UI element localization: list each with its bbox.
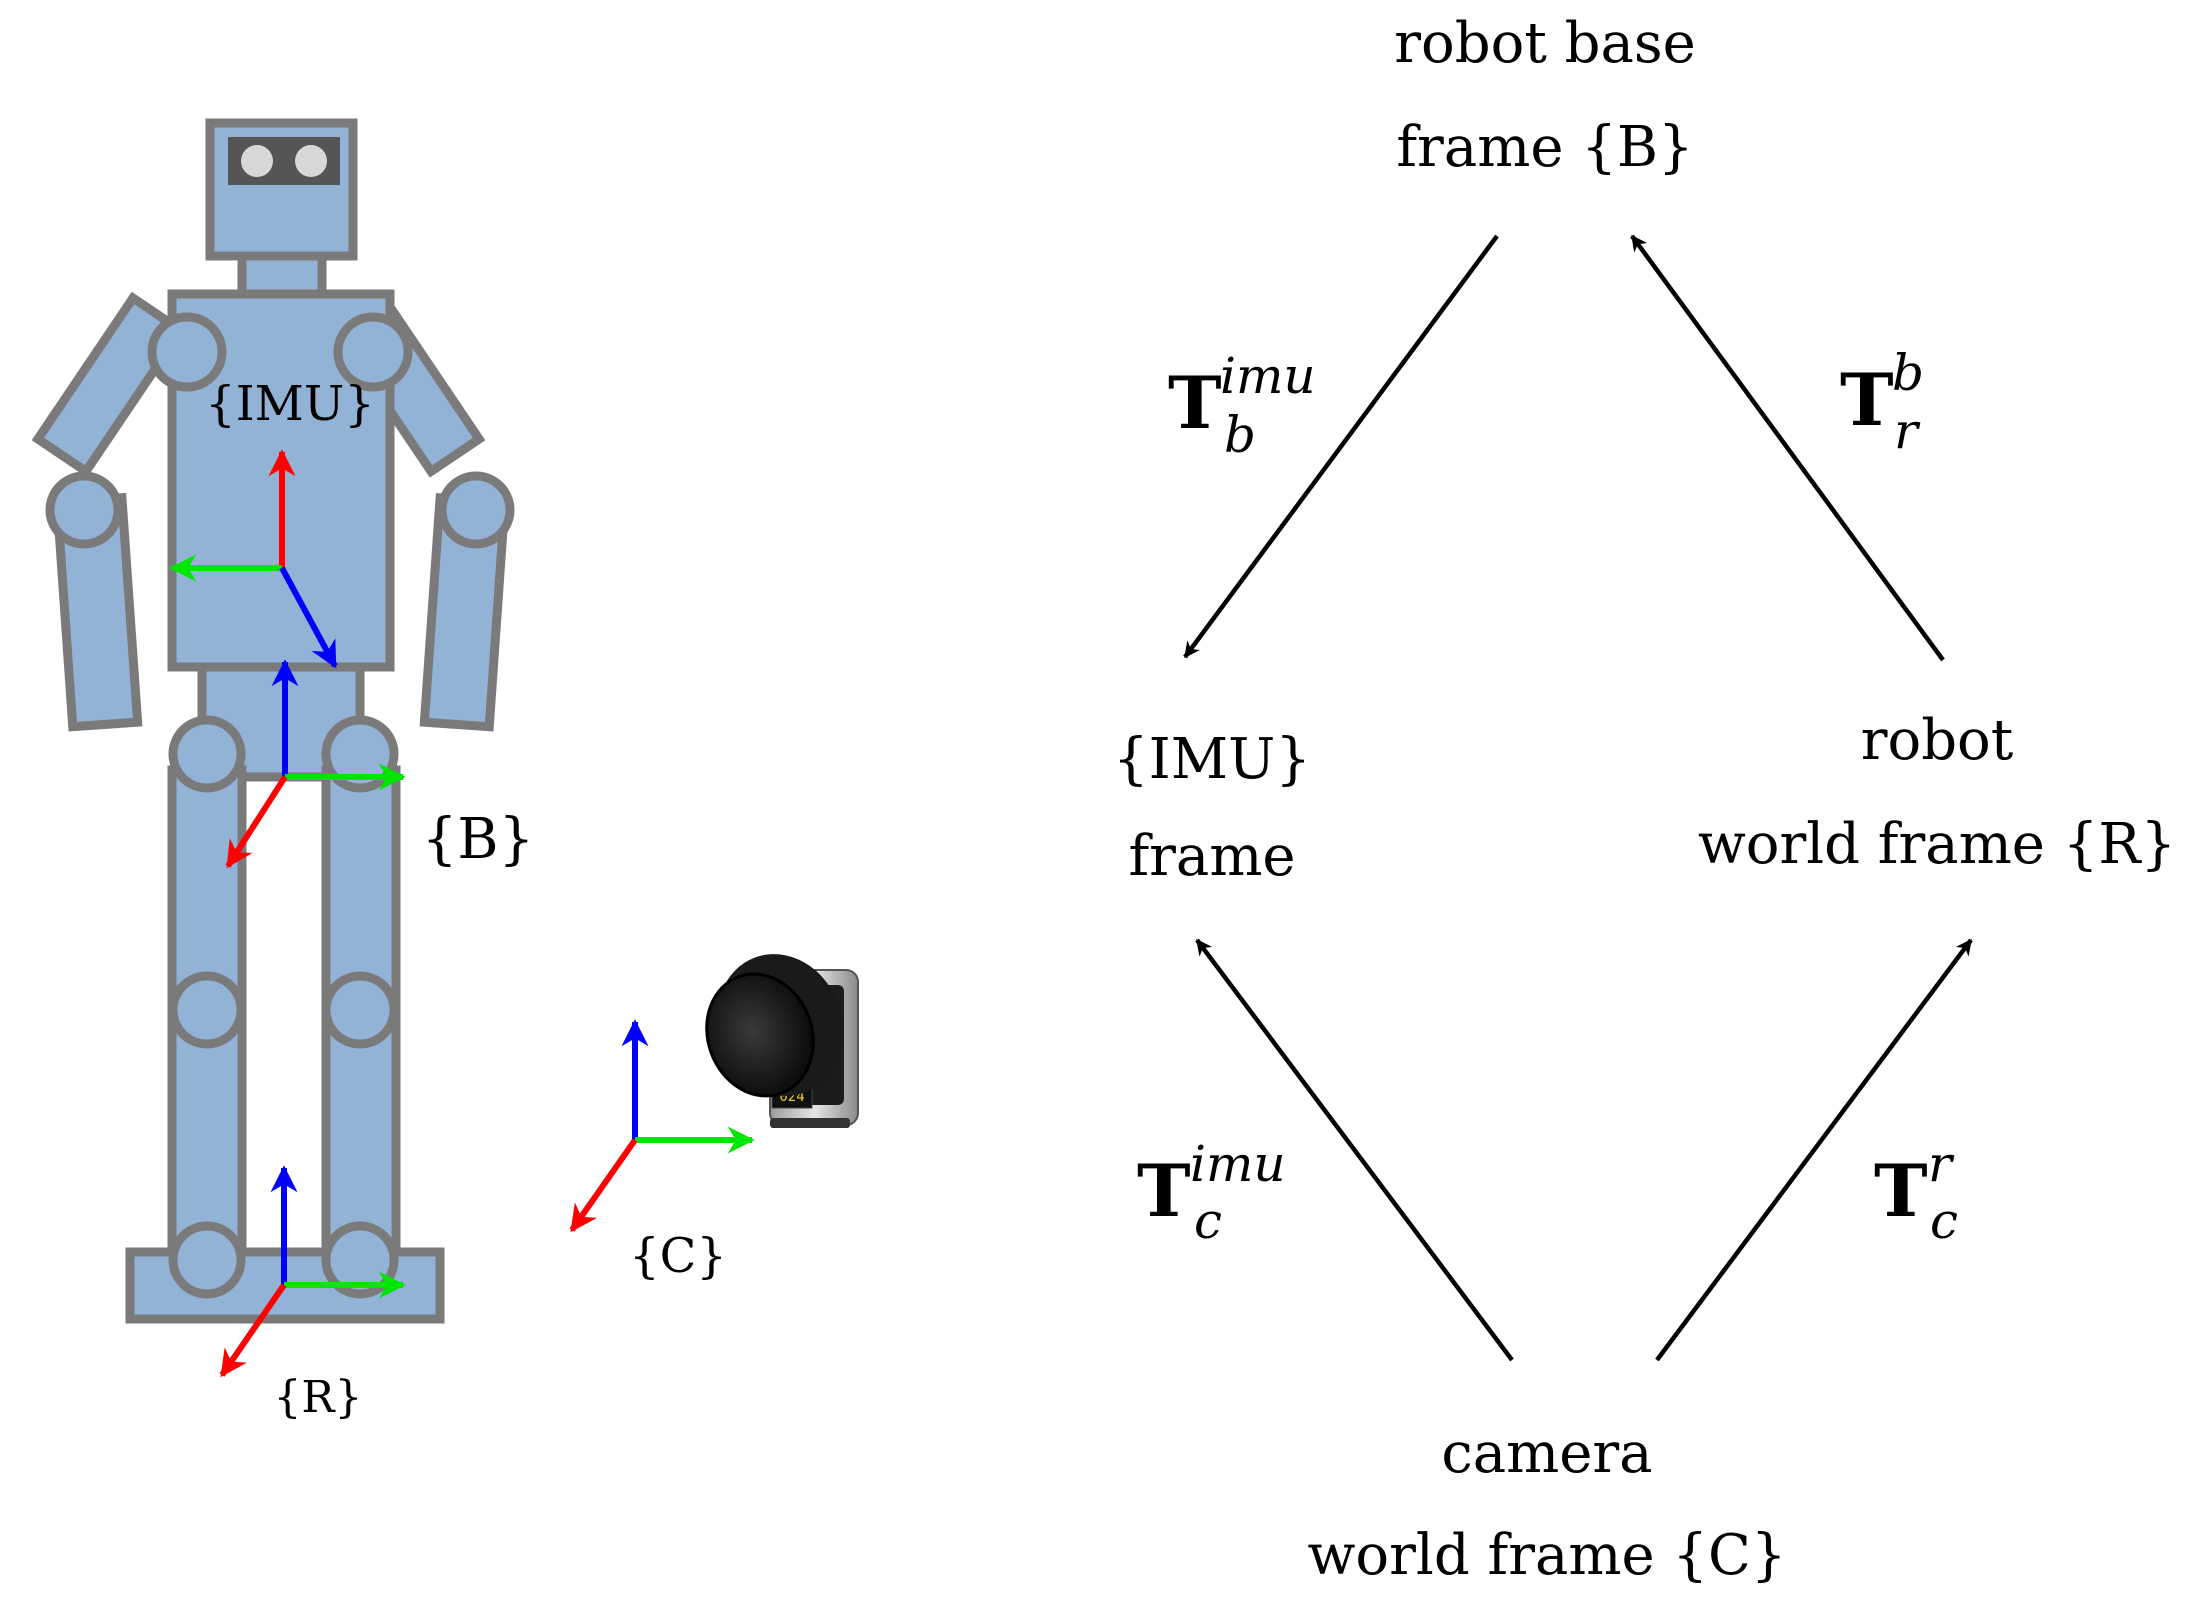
node-camera-world-frame: camera world frame {C} — [1307, 1421, 1786, 1588]
T-c-imu-symbol: T — [1137, 1148, 1191, 1233]
node-camera-world-line2: world frame {C} — [1307, 1523, 1786, 1588]
node-imu-line2: frame — [1128, 824, 1295, 889]
T-c-imu-subscript: c — [1194, 1192, 1222, 1250]
node-robot-world-line2: world frame {R} — [1698, 812, 2176, 877]
robot-eye-icon — [295, 145, 327, 177]
node-imu-line1: {IMU} — [1113, 727, 1311, 792]
base-frame-label: {B} — [422, 807, 534, 872]
label-T-c-imu: T imu c — [1137, 1135, 1286, 1250]
label-T-c-r: T r c — [1874, 1135, 1958, 1250]
robot-figure — [31, 118, 515, 1324]
imu-axes — [169, 449, 338, 669]
node-robot-world-frame: robot world frame {R} — [1698, 708, 2176, 877]
imu-frame-label: {IMU} — [205, 376, 375, 432]
camera-world-axes — [569, 1019, 755, 1233]
T-r-b-symbol: T — [1840, 357, 1894, 442]
robot-world-frame-label: {R} — [273, 1372, 362, 1423]
node-robot-base-line1: robot base — [1394, 11, 1695, 76]
robot-world-axes — [219, 1165, 406, 1378]
T-c-imu-superscript: imu — [1190, 1135, 1286, 1193]
label-T-b-imu: T imu b — [1168, 347, 1316, 464]
edge-camera-to-imu — [1195, 938, 1514, 1362]
T-b-imu-superscript: imu — [1220, 347, 1316, 405]
T-c-r-superscript: r — [1928, 1135, 1955, 1193]
imu-z-axis — [279, 566, 338, 669]
robot-visor — [228, 137, 340, 185]
T-b-imu-symbol: T — [1168, 360, 1222, 445]
base-axes — [225, 659, 406, 869]
camera-world-x-axis — [569, 1138, 638, 1233]
camera-world-frame-label: {C} — [629, 1228, 727, 1284]
robot-neck — [237, 250, 327, 300]
base-x-axis — [225, 775, 288, 869]
node-robot-world-line1: robot — [1861, 708, 2014, 773]
robot-eye-icon — [241, 145, 273, 177]
edge-robot-world-to-base — [1630, 234, 1945, 662]
robot-left-shoulder-joint — [147, 312, 227, 392]
robot-left-knee-joint — [168, 971, 246, 1049]
robot-right-hip-joint — [321, 715, 399, 793]
T-c-r-symbol: T — [1874, 1148, 1928, 1233]
node-robot-base-frame: robot base frame {B} — [1394, 11, 1695, 180]
node-robot-base-line2: frame {B} — [1396, 115, 1693, 180]
label-T-r-b: T b r — [1840, 344, 1924, 460]
edge-camera-to-robot-world — [1655, 938, 1973, 1362]
robot-right-elbow-joint — [437, 471, 515, 549]
node-imu-frame: {IMU} frame — [1113, 727, 1311, 889]
robot-right-knee-joint — [321, 971, 399, 1049]
robot-left-hip-joint — [168, 715, 246, 793]
camera-device-icon: 024 — [705, 954, 859, 1128]
robot-left-ankle-joint — [168, 1221, 246, 1299]
robot-right-ankle-joint — [321, 1221, 399, 1299]
T-c-r-subscript: c — [1930, 1192, 1958, 1250]
transform-graph: robot base frame {B} {IMU} frame robot w… — [1113, 11, 2176, 1588]
edge-base-to-imu — [1183, 234, 1499, 659]
robot-left-upper-arm — [31, 291, 188, 478]
T-b-imu-subscript: b — [1224, 406, 1256, 464]
robot-left-elbow-joint — [45, 471, 123, 549]
T-r-b-subscript: r — [1894, 402, 1921, 460]
node-camera-world-line1: camera — [1441, 1421, 1652, 1486]
robot-world-x-axis — [219, 1283, 287, 1378]
T-r-b-superscript: b — [1892, 344, 1924, 402]
robot-right-shoulder-joint — [333, 312, 413, 392]
camera-lens — [705, 972, 815, 1098]
